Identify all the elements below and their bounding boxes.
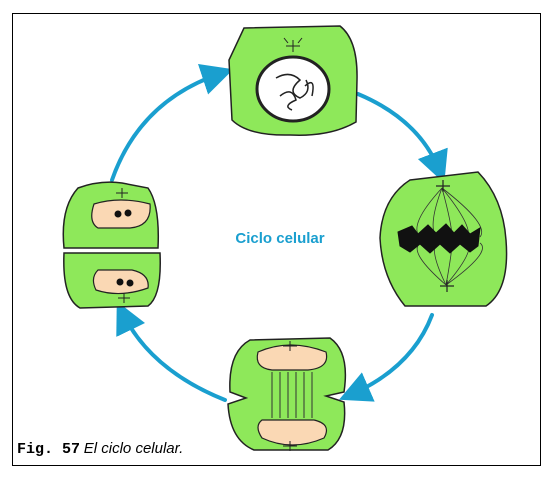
chromatin [275,73,314,111]
figure-caption: Fig. 57 El ciclo celular. [17,440,183,458]
arrow-metaphase-to-telophase [338,313,434,402]
spindle-midzone [271,372,313,418]
arrow-cytokinesis-to-interphase [110,64,234,182]
caption-text: El ciclo celular. [83,440,184,457]
cycle-center-label: Ciclo celular [235,230,325,247]
cytokinesis-cells [62,181,161,309]
nucleus-bottom [257,419,327,446]
metaphase-cell [379,171,508,307]
figure-number: Fig. 57 [17,441,81,458]
arrow-telophase-to-cytokinesis [116,301,227,402]
telophase-cell [227,337,347,451]
centrosome [116,188,130,303]
centrosome-bottom [440,280,454,292]
interphase-cell [228,25,358,136]
nucleus-top [256,344,328,371]
cycle-arrows [110,64,448,402]
centrosome-top [436,180,450,192]
centrosome [283,341,297,451]
arrow-interphase-to-metaphase [356,92,448,184]
nucleoli [114,209,134,287]
centrosome [283,37,303,52]
metaphase-chromosomes [397,223,481,254]
